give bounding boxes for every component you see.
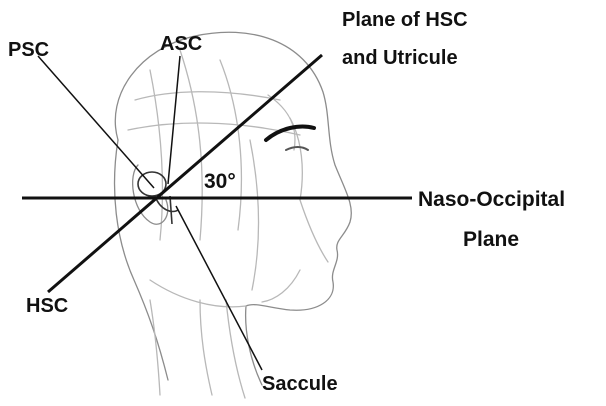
psc-label: PSC [8,39,49,61]
angle-label: 30° [204,170,236,193]
plane-hsc-label-line1: Plane of HSC [342,9,468,31]
saccule-label: Saccule [262,373,338,395]
hsc-label: HSC [26,295,68,317]
head-profile-sketch-icon [115,32,352,398]
naso-occipital-label-line2: Plane [463,228,519,251]
plane-hsc-label-line2: and Utricule [342,47,458,69]
psc-leader-line [38,56,154,188]
asc-label: ASC [160,33,202,55]
naso-occipital-label-line1: Naso-Occipital [418,188,565,211]
asc-leader-line [168,56,180,184]
saccule-leader-line [176,206,262,370]
plane-hsc-line [48,55,322,292]
